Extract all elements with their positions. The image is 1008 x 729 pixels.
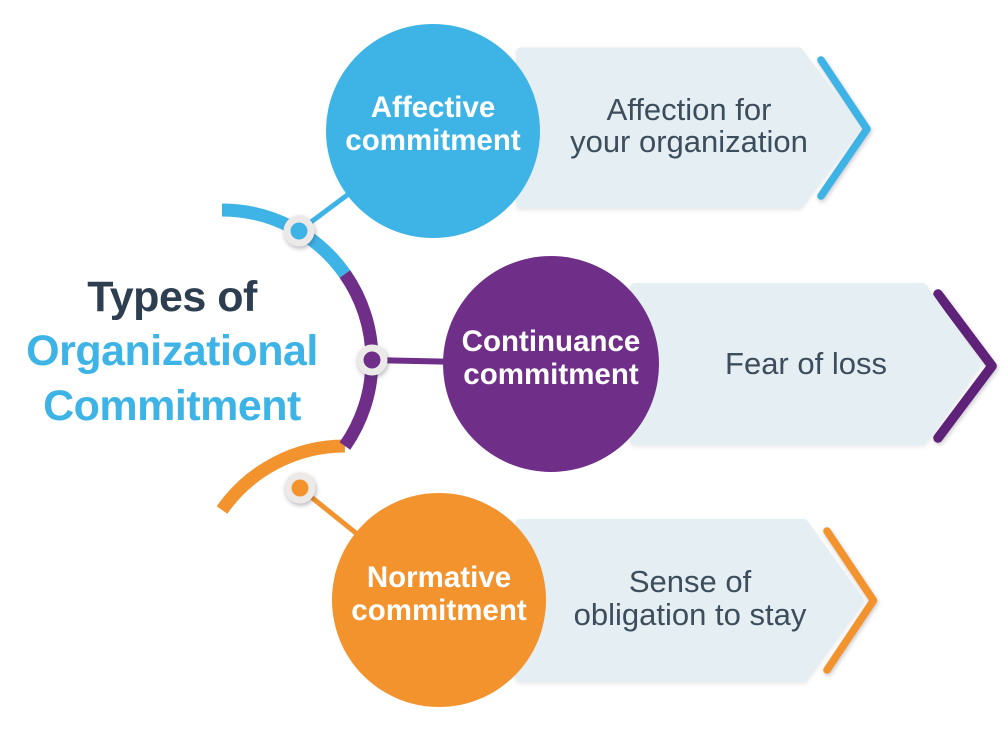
hub-node-continuance: [356, 344, 388, 376]
circle-label-line: Normative: [366, 561, 512, 594]
banner-label-continuance: Fear of loss: [630, 283, 982, 445]
title-line-1: Types of: [87, 273, 257, 321]
circle-label-normative: Normative commitment: [289, 544, 589, 644]
circle-label-line: Affective: [370, 91, 496, 124]
hub-arc-segment-affective: [221, 203, 351, 278]
diagram-title: Types of Organizational Commitment: [12, 270, 332, 433]
title-line-3: Commitment: [43, 381, 301, 430]
hub-node-dot: [363, 351, 381, 369]
circle-label-line: Continuance: [461, 325, 641, 358]
circle-label-line: commitment: [351, 594, 527, 627]
circle-normative: [332, 493, 546, 707]
hub-node-dot: [291, 479, 309, 497]
circle-continuance: [443, 256, 659, 472]
banner-label-line: obligation to stay: [573, 596, 807, 632]
hub-arc-segment-normative: [216, 439, 345, 514]
hub-node-affective: [283, 215, 315, 247]
banner-chevron-affective: [817, 56, 871, 200]
banner-label-normative: Sense of obligation to stay: [515, 517, 865, 680]
banner-chevron-normative: [823, 527, 878, 674]
circle-label-line: commitment: [345, 124, 521, 157]
hub-node-normative: [284, 472, 316, 504]
banner-label-line: Sense of: [628, 564, 752, 599]
hub-node-dot: [290, 222, 308, 240]
circle-label-continuance: Continuance commitment: [401, 308, 701, 408]
banner-label-affective: Affection for your organization: [516, 45, 862, 207]
banner-chevron-continuance: [933, 289, 997, 443]
banner-label-line: Affection for: [606, 91, 772, 127]
circle-label-affective: Affective commitment: [283, 74, 583, 174]
banner-label-line: your organization: [570, 124, 808, 159]
banner-label-line: Fear of loss: [725, 345, 887, 381]
title-line-2: Organizational: [26, 327, 318, 376]
circle-label-line: commitment: [463, 358, 639, 391]
circle-affective: [326, 24, 540, 238]
